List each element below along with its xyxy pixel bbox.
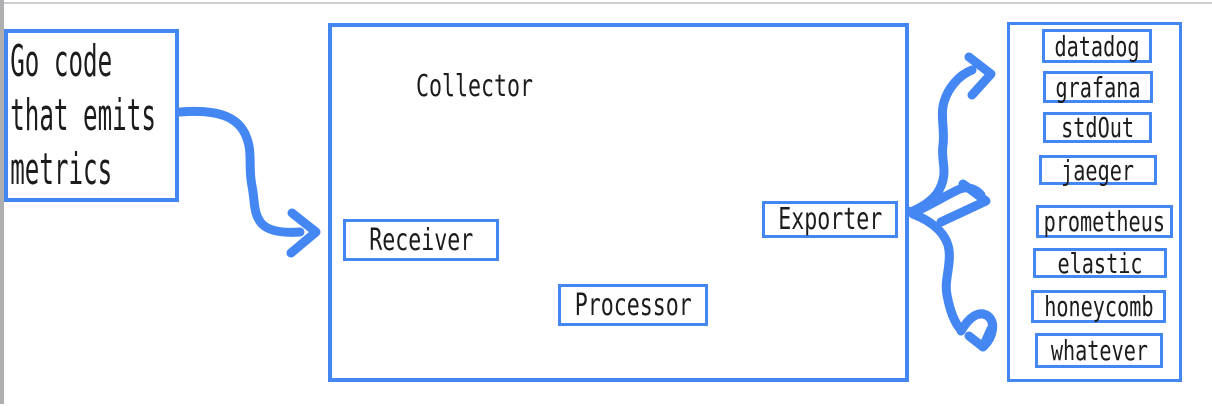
receiver-box: Receiver (343, 219, 499, 261)
destination-label: datadog (1054, 29, 1140, 63)
window-edge-top (4, 2, 1212, 4)
window-edge-left (0, 0, 4, 404)
exporter-box: Exporter (762, 201, 898, 238)
arrow-fanout-down (908, 209, 998, 352)
destination-label: honeycomb (1043, 290, 1154, 323)
destination-elastic: elastic (1033, 246, 1167, 280)
processor-box: Processor (558, 284, 708, 326)
source-line-3: metrics (10, 144, 113, 195)
destination-label: prometheus (1043, 205, 1166, 238)
destination-label: grafana (1055, 70, 1141, 104)
destination-datadog: datadog (1042, 29, 1152, 63)
arrow-fanout-up (908, 52, 996, 216)
source-line-2: that emits (10, 90, 156, 141)
destination-label: whatever (1050, 334, 1148, 367)
destination-whatever: whatever (1035, 333, 1163, 368)
arrow-fanout-middle (908, 179, 991, 227)
destination-label: elastic (1057, 246, 1143, 280)
destination-stdout: stdOut (1043, 111, 1152, 144)
source-line-1: Go code (10, 36, 113, 87)
destination-label: stdOut (1061, 111, 1134, 144)
destination-prometheus: prometheus (1036, 205, 1173, 238)
collector-title: Collector (416, 69, 534, 104)
receiver-label: Receiver (368, 222, 474, 258)
destination-label: jaeger (1061, 153, 1135, 187)
destination-honeycomb: honeycomb (1031, 290, 1166, 323)
destination-jaeger: jaeger (1039, 153, 1157, 187)
exporter-label: Exporter (777, 202, 883, 237)
processor-label: Processor (574, 287, 692, 323)
arrow-source-to-collector (175, 106, 321, 258)
destination-grafana: grafana (1043, 70, 1153, 104)
